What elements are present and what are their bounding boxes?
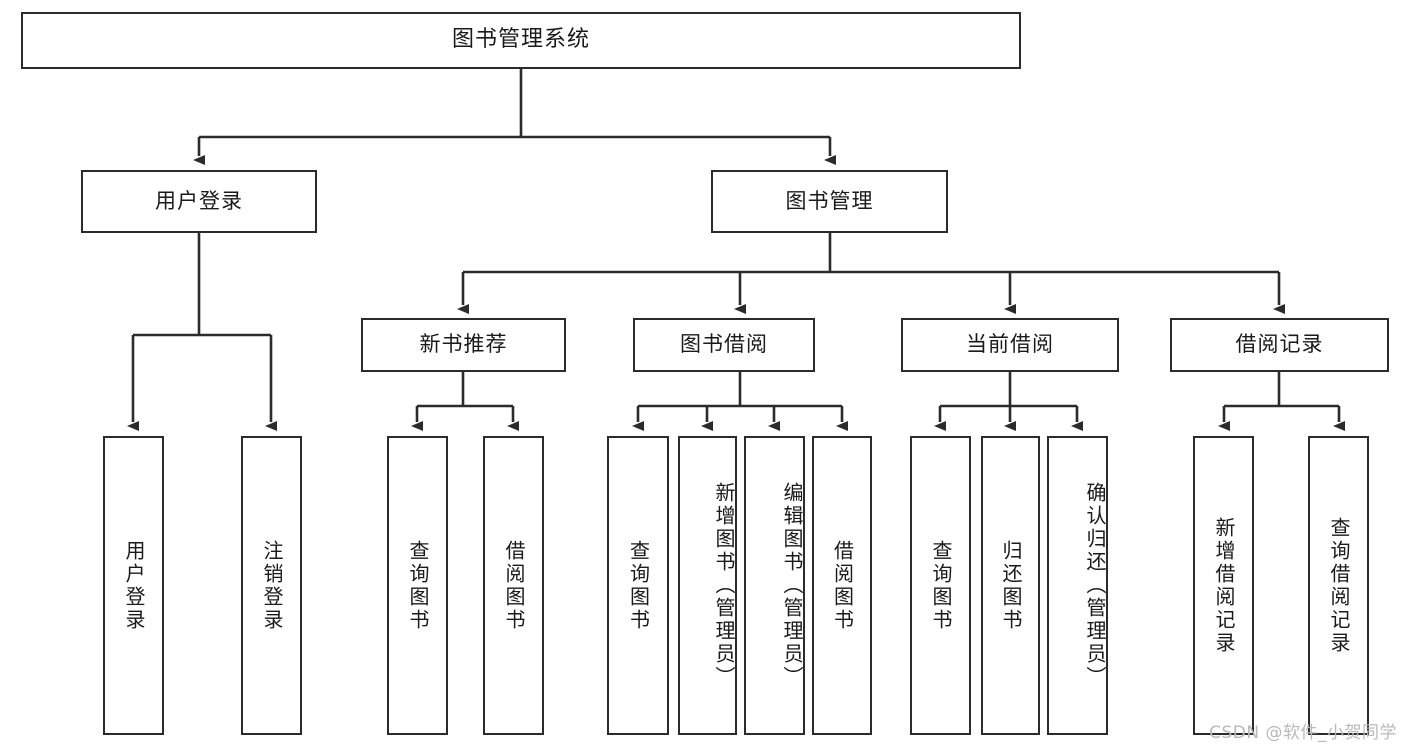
node-label: 借阅记录	[1235, 332, 1324, 357]
node-label: 当前借阅	[966, 332, 1054, 357]
leaf-return-book[interactable]: 归还图书	[981, 436, 1040, 735]
node-label: 查询图书	[406, 539, 430, 632]
node-label: 用户登录	[155, 188, 243, 213]
node-borrow-record[interactable]: 借阅记录	[1170, 318, 1389, 372]
leaf-add-borrow-record[interactable]: 新增借阅记录	[1193, 436, 1254, 735]
leaf-confirm-return-admin[interactable]: 确认归还（管理员）	[1047, 436, 1108, 735]
leaf-query-book-borrow[interactable]: 查询图书	[607, 436, 669, 735]
leaf-user-login[interactable]: 用户登录	[103, 436, 164, 735]
node-label: 新书推荐	[419, 332, 508, 357]
node-label: 用户登录	[122, 539, 146, 632]
leaf-edit-book-admin[interactable]: 编辑图书（管理员）	[744, 436, 805, 735]
node-new-book-recommend[interactable]: 新书推荐	[361, 318, 566, 372]
node-label: 查询图书	[929, 539, 953, 632]
leaf-query-borrow-record[interactable]: 查询借阅记录	[1308, 436, 1369, 735]
leaf-logout[interactable]: 注销登录	[241, 436, 302, 735]
node-book-borrow[interactable]: 图书借阅	[633, 318, 815, 372]
leaf-add-book-admin[interactable]: 新增图书（管理员）	[678, 436, 737, 735]
node-label: 注销登录	[260, 539, 284, 632]
node-label: 图书借阅	[680, 332, 768, 357]
leaf-query-book-recommend[interactable]: 查询图书	[387, 436, 448, 735]
node-book-management[interactable]: 图书管理	[711, 170, 948, 233]
leaf-query-book-current[interactable]: 查询图书	[910, 436, 971, 735]
node-label: 归还图书	[999, 539, 1023, 632]
csdn-watermark: CSDN @软件_小贺同学	[1209, 723, 1397, 743]
node-user-login[interactable]: 用户登录	[81, 170, 317, 233]
node-label: 编辑图书（管理员）	[780, 482, 804, 689]
node-root-system[interactable]: 图书管理系统	[21, 12, 1021, 69]
node-label: 图书管理	[785, 188, 874, 213]
node-label: 借阅图书	[830, 539, 855, 632]
node-current-borrow[interactable]: 当前借阅	[901, 318, 1119, 372]
node-label: 新增借阅记录	[1212, 516, 1236, 655]
node-label: 图书管理系统	[451, 27, 590, 53]
leaf-borrow-book-recommend[interactable]: 借阅图书	[483, 436, 544, 735]
leaf-borrow-book[interactable]: 借阅图书	[812, 436, 872, 735]
node-label: 查询图书	[626, 539, 651, 632]
node-label: 借阅图书	[502, 539, 526, 632]
node-label: 查询借阅记录	[1327, 516, 1351, 655]
node-label: 新增图书（管理员）	[712, 482, 736, 689]
node-label: 确认归还（管理员）	[1083, 482, 1107, 689]
